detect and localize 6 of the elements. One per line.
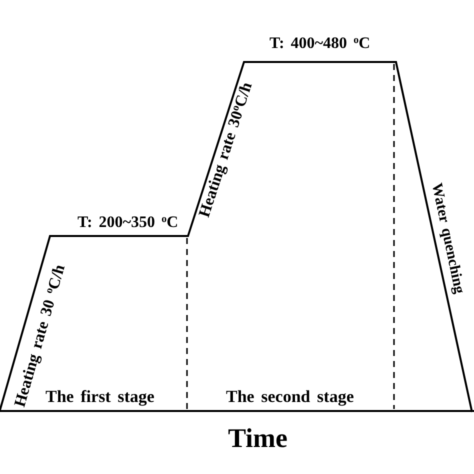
axis-title: Time (228, 424, 288, 452)
temperature-label: T: 200~350 $^{o}$C (78, 215, 178, 231)
stage-label: The first stage (46, 388, 154, 404)
temperature-label: T: 400~480 $^{o}$C (270, 36, 370, 52)
stage-label: The second stage (226, 388, 354, 404)
quenching-label: Water quenching (428, 181, 466, 295)
